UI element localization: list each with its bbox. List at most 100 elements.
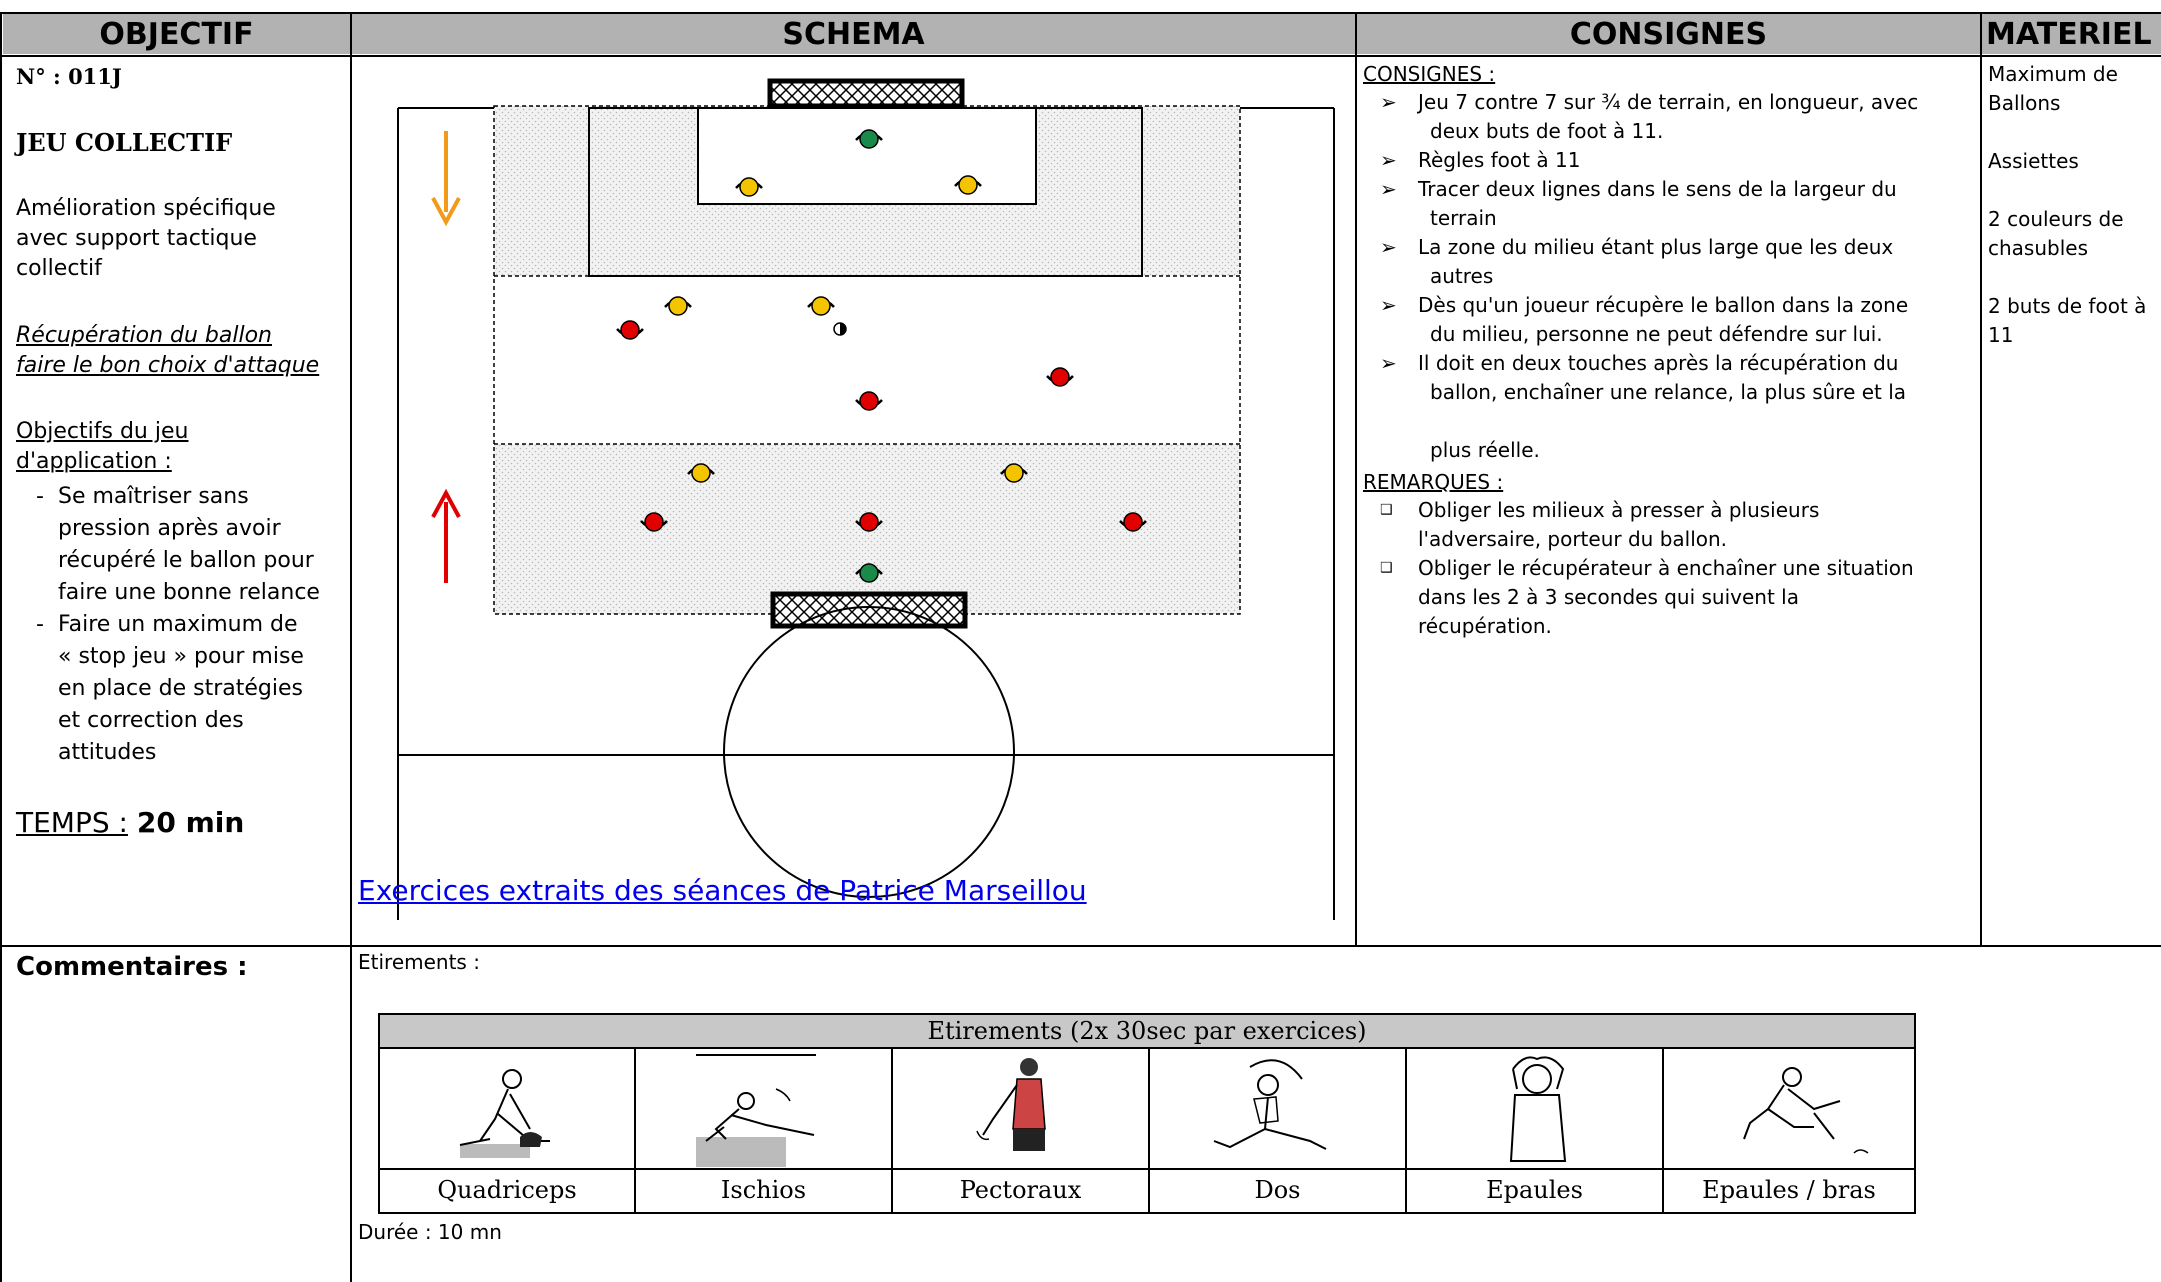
consigne-line: ballon, enchaîner une relance, la plus s… [1430, 380, 1907, 404]
exercise-cell-epaules: Epaules [1405, 1047, 1664, 1214]
consigne-line: La zone du milieu étant plus large que l… [1418, 235, 1894, 259]
exercise-label: Ischios [636, 1168, 891, 1212]
remarque-item: ❑ Obliger le récupérateur à enchaîner un… [1362, 554, 1962, 641]
exercise-label: Epaules / bras [1664, 1168, 1914, 1212]
etirements-label: Etirements : [358, 950, 480, 974]
header-objectif: OBJECTIF [3, 14, 350, 54]
consigne-line: Tracer deux lignes dans le sens de la la… [1418, 177, 1897, 201]
arm-stretch-icon [1743, 1067, 1869, 1154]
materiel-line: 11 [1988, 323, 2014, 347]
center-circle [723, 606, 1015, 898]
exercise-cell-quadriceps: Quadriceps [378, 1047, 636, 1214]
exercise-label: Pectoraux [893, 1168, 1148, 1212]
consigne-line: deux buts de foot à 11. [1430, 119, 1664, 143]
consigne-line: Règles foot à 11 [1418, 148, 1581, 172]
time-row: TEMPS : 20 min [16, 804, 244, 842]
red-player [855, 391, 883, 411]
back-stretch-icon [1213, 1059, 1327, 1150]
stretching-table-title: Etirements (2x 30sec par exercices) [378, 1013, 1916, 1049]
remarques-list: ❑ Obliger les milieux à presser à plusie… [1362, 496, 1962, 641]
remarque-item: ❑ Obliger les milieux à presser à plusie… [1362, 496, 1962, 554]
checkbox-bullet-icon: ❑ [1380, 502, 1393, 518]
exercise-number: N° : 011J [16, 64, 122, 89]
arrow-bullet-icon: ➢ [1380, 293, 1397, 317]
col-divider-3 [1980, 12, 1982, 946]
yellow-player [1000, 463, 1028, 483]
consigne-item: ➢ Jeu 7 contre 7 sur ¾ de terrain, en lo… [1362, 88, 1962, 146]
consigne-line: Dès qu'un joueur récupère le ballon dans… [1418, 293, 1909, 317]
bullet-2-line-3: en place de stratégies [58, 676, 303, 701]
materiel-line: Ballons [1988, 91, 2061, 115]
bullet-2-line-1: Faire un maximum de [58, 612, 298, 637]
arrow-bullet-icon: ➢ [1380, 351, 1397, 375]
yellow-player [687, 463, 715, 483]
materiel-line [1988, 176, 2146, 205]
yellow-player [954, 175, 982, 195]
consignes-label: CONSIGNES : [1363, 62, 1496, 86]
table-top-border [0, 12, 2161, 14]
duree-text: Durée : 10 mn [358, 1220, 502, 1244]
exercise-cell-dos: Dos [1148, 1047, 1407, 1214]
header-bottom-border [0, 55, 2161, 57]
yellow-player [735, 177, 763, 197]
exercise-title: JEU COLLECTIF [16, 128, 233, 157]
exercise-label: Quadriceps [380, 1168, 634, 1212]
source-link[interactable]: Exercices extraits des séances de Patric… [358, 874, 1087, 907]
remarque-line: récupération. [1418, 614, 1552, 638]
time-value: 20 min [136, 806, 245, 839]
remarque-line: Obliger le récupérateur à enchaîner une … [1418, 556, 1914, 580]
bullet-1-line-4: faire une bonne relance [58, 580, 320, 605]
improvement-line-2: avec support tactique [16, 226, 257, 251]
time-label: TEMPS : [16, 806, 128, 839]
col-divider-1 [350, 12, 352, 1282]
materiel-line [1988, 263, 2146, 292]
bullet-2-line-4: et correction des [58, 708, 244, 733]
yellow-player [807, 296, 835, 316]
exercise-cell-epaules-bras: Epaules / bras [1662, 1047, 1916, 1214]
consigne-item: ➢ Il doit en deux touches après la récup… [1362, 349, 1962, 465]
materiel-line [1988, 118, 2146, 147]
red-player [616, 320, 644, 340]
header-schema-label: SCHEMA [782, 16, 925, 52]
red-player [1119, 512, 1147, 532]
remarque-line: l'adversaire, porteur du ballon. [1418, 527, 1728, 551]
materiel-line: 2 couleurs de [1988, 207, 2124, 231]
yellow-player [664, 296, 692, 316]
row-divider [0, 945, 2161, 947]
header-materiel-label: MATERIEL [1986, 16, 2152, 52]
quadriceps-stretch-icon [459, 1069, 550, 1158]
header-materiel: MATERIEL [1982, 14, 2161, 54]
commentaires-label: Commentaires : [16, 952, 248, 982]
bullet-1-line-1: Se maîtriser sans [58, 484, 249, 509]
bullet-2-line-5: attitudes [58, 740, 157, 765]
materiel-line: chasubles [1988, 236, 2088, 260]
bullet-dash-1: - [36, 484, 44, 509]
arrow-bullet-icon: ➢ [1380, 235, 1397, 259]
consigne-item: ➢ Règles foot à 11 [1362, 146, 1962, 175]
improvement-line-1: Amélioration spécifique [16, 196, 276, 221]
red-player [855, 512, 883, 532]
bullet-dash-2: - [36, 612, 44, 637]
consigne-line: plus réelle. [1430, 438, 1540, 462]
hamstring-stretch-icon [696, 1054, 816, 1167]
col-divider-2 [1355, 12, 1357, 946]
materiel-line: 2 buts de foot à [1988, 294, 2147, 318]
header-schema: SCHEMA [352, 14, 1355, 54]
arrow-bullet-icon: ➢ [1380, 90, 1397, 114]
arrow-bullet-icon: ➢ [1380, 177, 1397, 201]
consigne-item: ➢ La zone du milieu étant plus large que… [1362, 233, 1962, 291]
field-diagram [397, 78, 1335, 920]
top-goal [767, 78, 965, 109]
ball-icon [833, 322, 847, 336]
consigne-item: ➢ Dès qu'un joueur récupère le ballon da… [1362, 291, 1962, 349]
shoulder-stretch-icon [1509, 1056, 1567, 1162]
checkbox-bullet-icon: ❑ [1380, 560, 1393, 576]
consigne-line: terrain [1430, 206, 1497, 230]
table-left-border [0, 12, 2, 1282]
header-consignes-label: CONSIGNES [1569, 16, 1768, 52]
materiel-line: Assiettes [1988, 149, 2079, 173]
arrow-up-icon [431, 488, 461, 583]
green-player [855, 129, 883, 149]
red-player [1046, 367, 1074, 387]
focus-line-1: Récupération du ballon [16, 323, 272, 348]
